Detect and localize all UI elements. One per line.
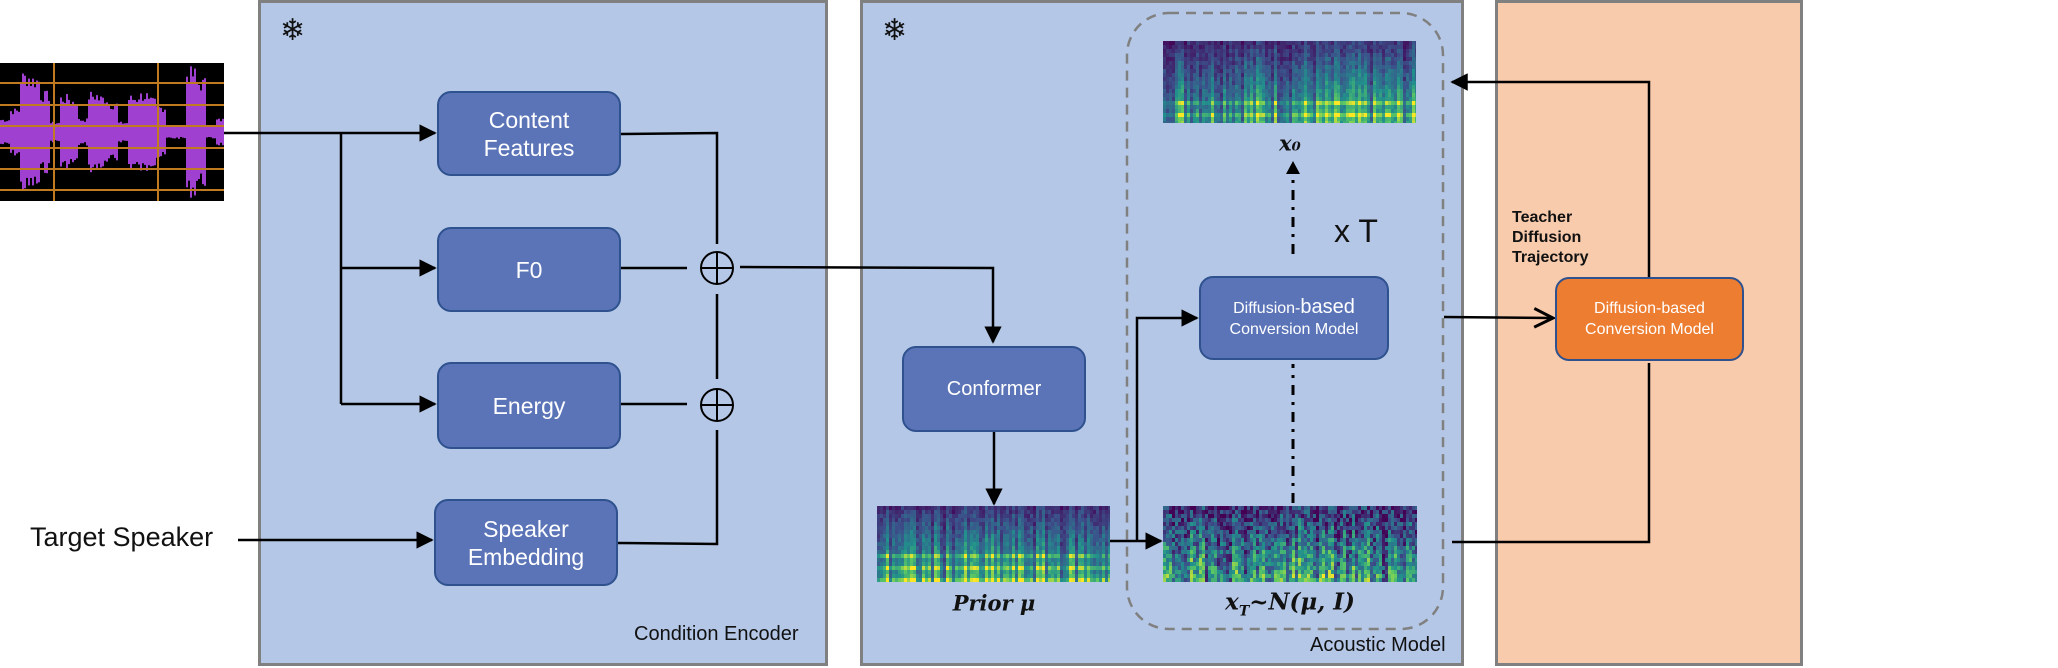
conformer-block: Conformer xyxy=(902,346,1086,432)
x0-label: x₀ xyxy=(1279,130,1301,156)
xT-spectrogram xyxy=(1163,506,1417,582)
condition-encoder-label: Condition Encoder xyxy=(634,623,799,645)
xT-label-rest: ~N(μ, I) xyxy=(1249,588,1355,616)
speaker-embedding-line2: Embedding xyxy=(467,543,585,570)
speaker-embedding-line1: Speaker xyxy=(483,515,569,542)
xT-label: xT~N(μ, I) xyxy=(1225,589,1355,620)
teacher-line1: Teacher xyxy=(1512,209,1573,226)
conformer-label: Conformer xyxy=(946,378,1042,400)
student-block-line2: Conversion Model xyxy=(1585,321,1714,338)
audio-waveform-icon xyxy=(0,63,224,201)
f0-label: F0 xyxy=(515,256,543,283)
acoustic-model-label: Acoustic Model xyxy=(1310,634,1446,656)
diffusion-label-a: Diffusion- xyxy=(1233,299,1301,317)
content-features-block: Content Features xyxy=(437,91,621,176)
repeat-t-label: x T xyxy=(1334,213,1378,249)
teacher-line2: Diffusion xyxy=(1512,229,1582,246)
content-features-line1: Content xyxy=(488,106,570,133)
snowflake-icon: ❄ xyxy=(882,14,908,47)
diffusion-label-line2: Conversion Model xyxy=(1229,320,1359,338)
f0-block: F0 xyxy=(437,227,621,312)
target-speaker-label: Target Speaker xyxy=(30,522,214,552)
content-features-line2: Features xyxy=(483,134,575,161)
energy-label: Energy xyxy=(492,392,566,419)
teacher-line3: Trajectory xyxy=(1512,249,1589,266)
student-block-line1: Diffusion-based xyxy=(1594,300,1705,317)
prior-spectrogram xyxy=(877,506,1110,582)
xT-label-sub: T xyxy=(1238,603,1250,620)
xT-label-x: x xyxy=(1225,588,1239,616)
diffusion-conversion-block: Diffusion-based Conversion Model xyxy=(1199,276,1389,360)
speaker-embedding-block: Speaker Embedding xyxy=(434,499,618,586)
diffusion-label-b: based xyxy=(1300,295,1355,318)
snowflake-icon: ❄ xyxy=(280,14,306,47)
teacher-trajectory-label: Teacher Diffusion Trajectory xyxy=(1512,208,1588,268)
energy-block: Energy xyxy=(437,362,621,449)
x0-spectrogram xyxy=(1163,41,1416,123)
prior-label: Prior μ xyxy=(952,590,1036,616)
student-diffusion-block: Diffusion-based Conversion Model xyxy=(1555,277,1744,361)
